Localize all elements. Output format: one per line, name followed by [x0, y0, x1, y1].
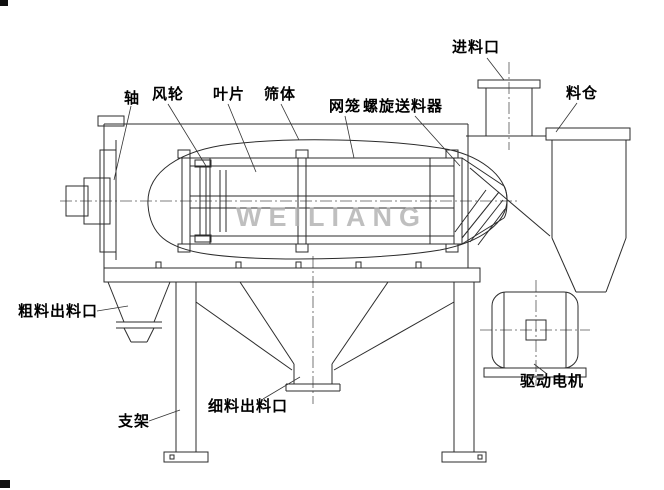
- watermark: WEILIANG: [236, 202, 427, 232]
- label-shaft: 轴: [124, 90, 141, 107]
- casing: [103, 123, 551, 270]
- label-mesh-cage: 网笼: [329, 98, 362, 115]
- coarse-outlet-funnel: [107, 281, 171, 343]
- label-feed-inlet: 进料口: [452, 39, 501, 56]
- label-hopper: 料仓: [566, 85, 599, 102]
- corner-artifacts: [0, 0, 10, 488]
- label-stand: 支架: [118, 413, 151, 430]
- hopper-shape: [545, 127, 631, 293]
- screw-feeder-cone: [454, 157, 508, 246]
- legs: [163, 282, 487, 463]
- feed-inlet-shape: [466, 79, 546, 137]
- base-frame: [103, 261, 481, 283]
- label-blade: 叶片: [213, 86, 246, 103]
- label-fine-outlet: 细料出料口: [208, 398, 289, 415]
- label-screw-feeder: 螺旋送料器: [363, 98, 444, 115]
- label-drive-motor: 驱动电机: [520, 373, 585, 390]
- motor-shape: [483, 291, 587, 378]
- leader-lines: [96, 57, 578, 422]
- label-sieve-body: 筛体: [264, 86, 297, 103]
- mesh-cage: [177, 149, 463, 253]
- shaft-assembly: [65, 115, 125, 253]
- label-coarse-outlet: 粗料出料口: [18, 303, 99, 320]
- centerlines: [60, 62, 590, 404]
- label-fan-wheel: 风轮: [152, 86, 185, 103]
- fan-wheel-shape: [194, 159, 227, 243]
- fine-outlet-funnel: [239, 281, 389, 392]
